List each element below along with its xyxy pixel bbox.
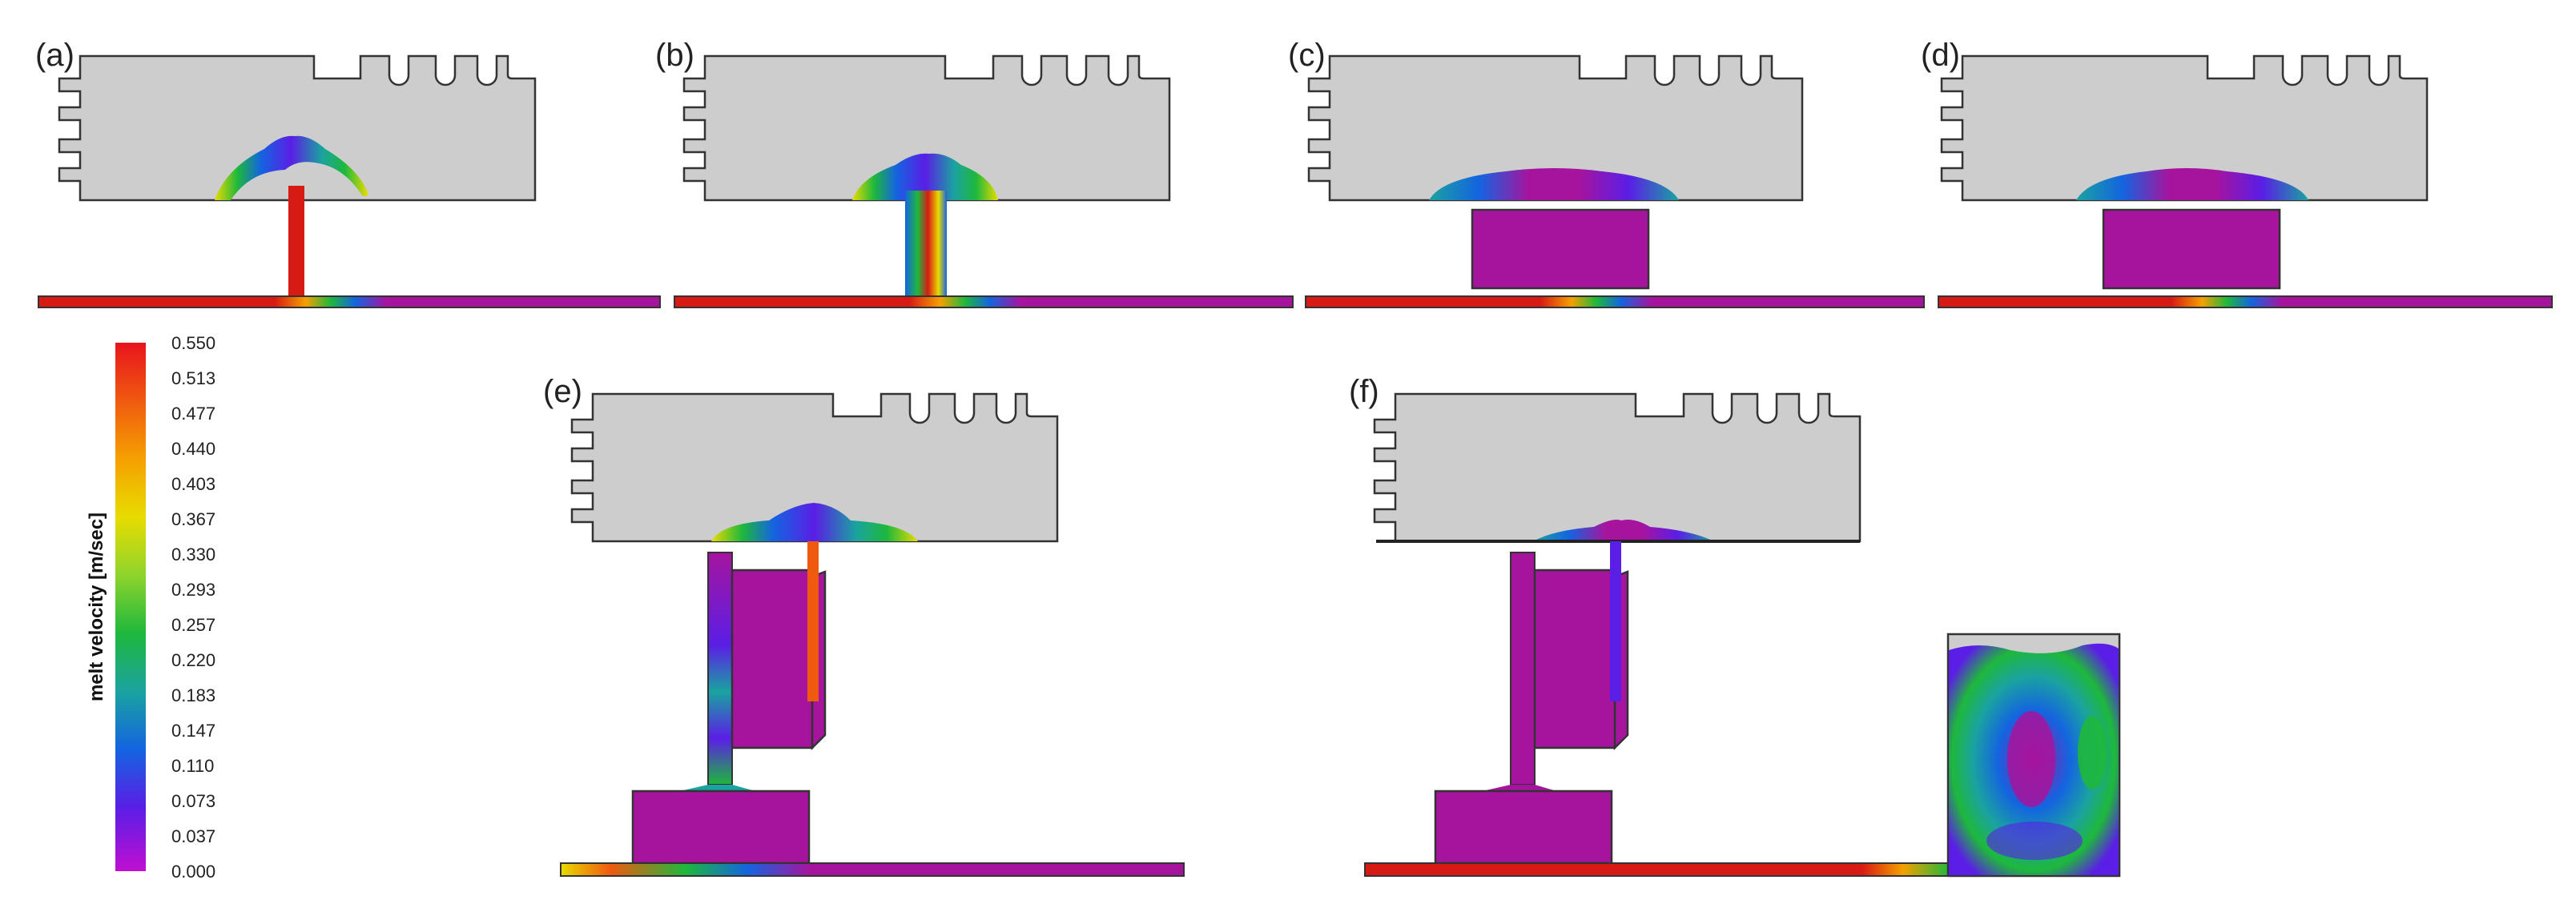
panel-label-d: (d) [1921, 38, 1960, 73]
colorbar-tick-label: 0.403 [171, 474, 215, 494]
panel-f: (f) [1349, 374, 2121, 878]
mold-body-d [1940, 54, 2429, 202]
panel-label-a: (a) [35, 38, 74, 73]
melt-front-c [1429, 168, 1679, 200]
feed-f [1610, 541, 1621, 701]
colorbar-gradient [115, 343, 146, 871]
colorbar-tick-label: 0.147 [171, 721, 215, 741]
colorbar-tick-label: 0.440 [171, 439, 215, 459]
colorbar-tick-label: 0.330 [171, 544, 215, 564]
insert-c [1471, 208, 1650, 290]
runner-d [1938, 295, 2553, 308]
colorbar-tick-label: 0.220 [171, 650, 215, 670]
insert-lower-e [631, 789, 811, 865]
post-left-f [1510, 552, 1536, 785]
post-left-e [707, 552, 733, 785]
melt-front-d [2076, 168, 2308, 200]
colorbar-tick-label: 0.293 [171, 580, 215, 600]
sprue-a [288, 186, 304, 299]
panel-e: (e) [543, 374, 1185, 877]
insert-d [2102, 208, 2281, 290]
runner-b [674, 295, 1294, 308]
mold-body-f [1373, 392, 1862, 543]
runner-e [560, 862, 1185, 877]
colorbar-tick-label: 0.000 [171, 862, 215, 882]
mold-body-a [58, 54, 537, 202]
colorbar-tick-label: 0.257 [171, 615, 215, 635]
colorbar-tick-label: 0.110 [171, 756, 214, 776]
panel-c: (c) [1288, 38, 1925, 308]
panel-label-e: (e) [543, 374, 582, 409]
mold-body-b [682, 54, 1171, 202]
panel-d: (d) [1921, 38, 2553, 308]
colorbar-tick-label: 0.550 [171, 333, 215, 353]
melt-front-e [711, 503, 918, 541]
colorbar-tick-label: 0.477 [171, 404, 215, 424]
tank-vortex-low-f [1986, 822, 2083, 860]
runner-a [38, 295, 661, 308]
mold-body-c [1307, 54, 1804, 202]
panel-label-c: (c) [1288, 38, 1326, 73]
runner-c [1305, 295, 1925, 308]
colorbar-ticks: 0.550 0.513 0.477 0.440 0.403 0.367 0.330 0.293… [171, 333, 215, 882]
colorbar: melt velocity [m/sec] 0.550 0.513 0.477 0.4… [86, 333, 215, 882]
colorbar-tick-label: 0.073 [171, 791, 215, 811]
runner-f [1364, 862, 1950, 877]
tank-vortex-right-f [2078, 716, 2107, 789]
melt-front-f [1533, 520, 1714, 541]
feed-e [807, 541, 819, 701]
mold-body-e [570, 392, 1059, 543]
colorbar-tick-label: 0.037 [171, 826, 215, 846]
colorbar-tick-label: 0.513 [171, 368, 215, 388]
panel-b: (b) [655, 38, 1294, 308]
colorbar-tick-label: 0.367 [171, 509, 215, 529]
melt-front-b [852, 153, 998, 200]
panel-a: (a) [35, 38, 661, 308]
panel-label-f: (f) [1349, 374, 1379, 409]
sprue-b [905, 191, 947, 301]
colorbar-title: melt velocity [m/sec] [86, 512, 107, 701]
colorbar-tick-label: 0.183 [171, 685, 215, 705]
panel-label-b: (b) [655, 38, 694, 73]
insert-lower-f [1434, 789, 1613, 865]
melt-front-a [215, 135, 368, 200]
tank-vortex-left-f [2007, 711, 2055, 807]
